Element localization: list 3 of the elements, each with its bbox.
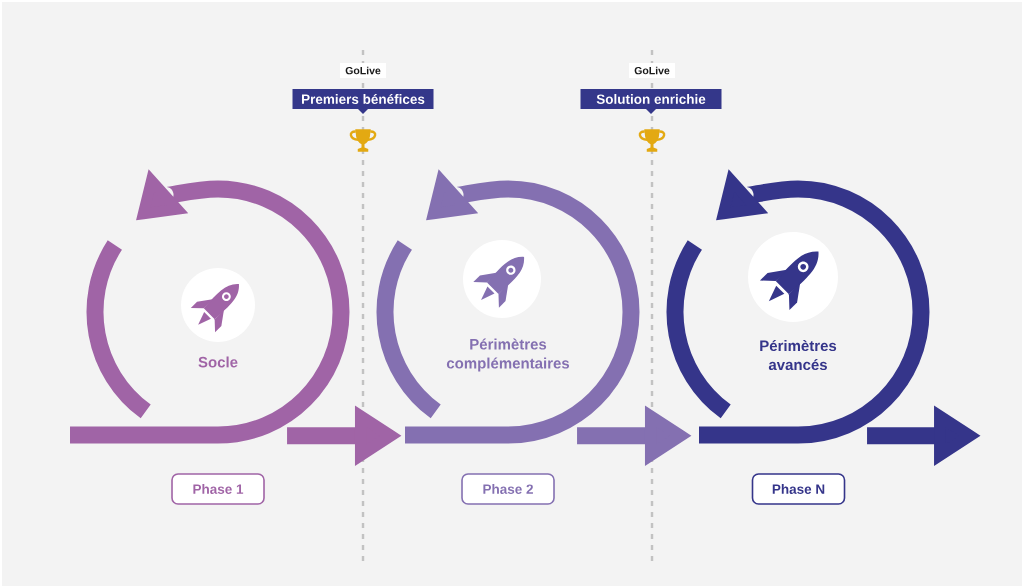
phase-tag: Phase 2	[461, 473, 555, 505]
phase-tag: Phase 1	[171, 473, 265, 505]
phase-tag: Phase N	[751, 473, 846, 505]
